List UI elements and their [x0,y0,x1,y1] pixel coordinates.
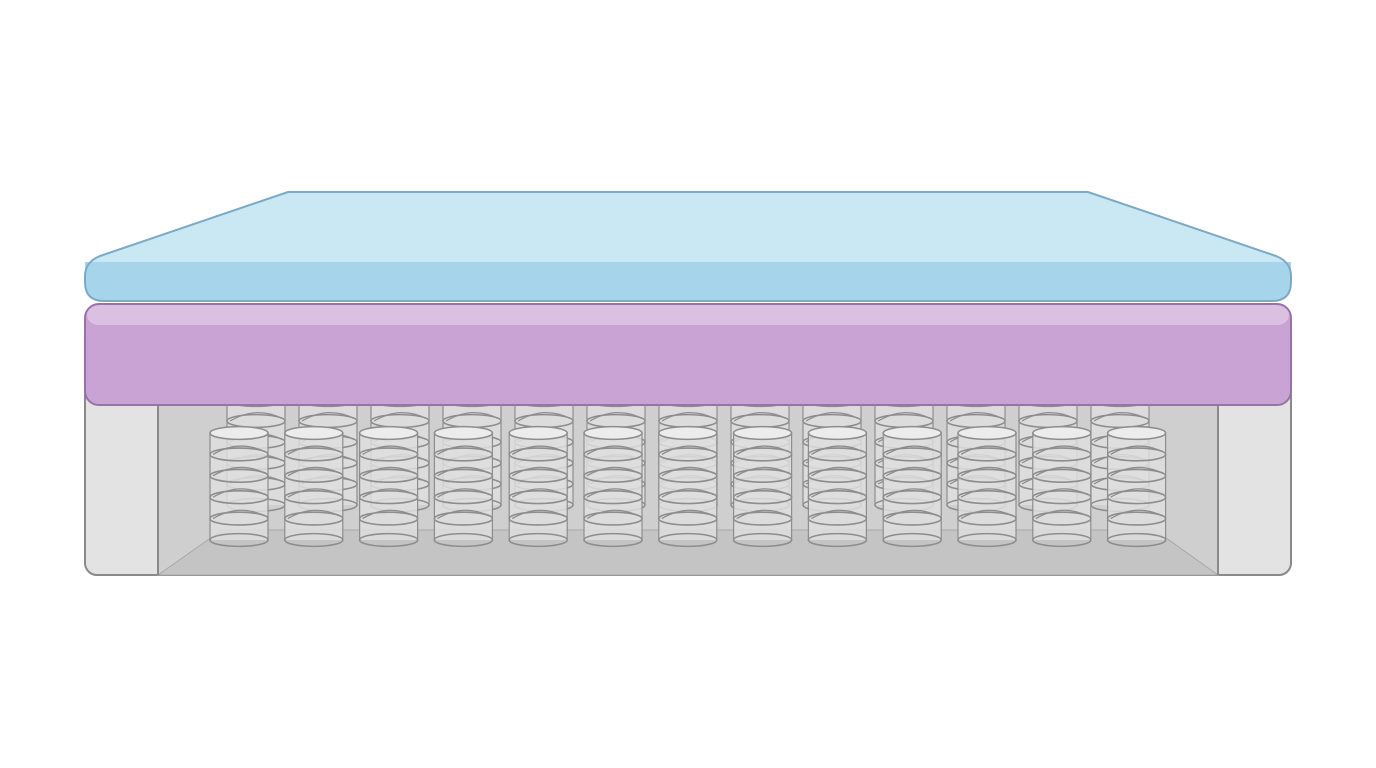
spring-front [583,425,643,548]
pocket-spring-base [84,339,1292,576]
spring-front [283,425,344,548]
foam-layer-highlight [87,305,1289,325]
spring-front [957,425,1017,548]
foam-layer-outline [84,303,1292,406]
spring-front [657,425,718,548]
spring-front [209,425,269,548]
spring-front [1032,425,1092,548]
spring-row-front [209,425,1167,548]
spring-front [508,425,569,548]
top-layer-front-face [85,262,1291,301]
spring-front [807,425,868,548]
foam-transition-layer [84,303,1292,406]
spring-front [1106,425,1167,548]
top-layer-outline [84,191,1292,302]
spring-front [358,425,419,548]
spring-front [433,425,494,548]
foam-layer-body [85,304,1291,405]
comfort-top-layer [84,191,1292,302]
spring-front [732,425,793,548]
spring-front [882,425,943,548]
